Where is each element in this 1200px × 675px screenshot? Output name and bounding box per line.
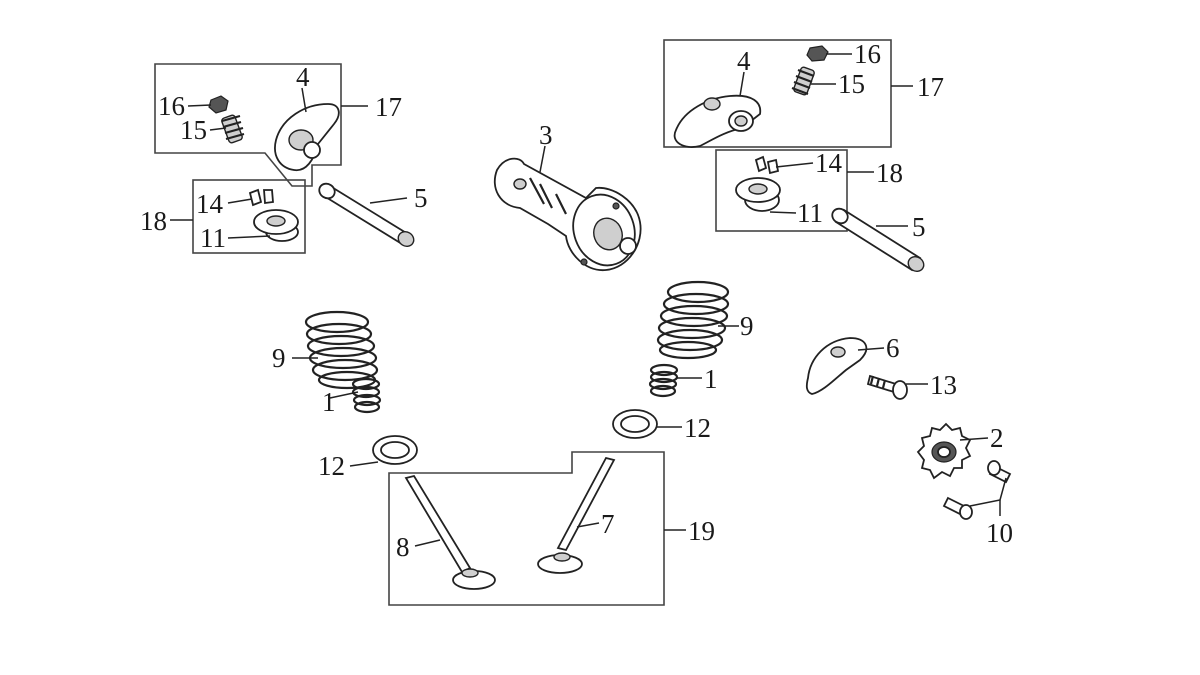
callout-labels: 4 16 15 17 14 11 18 5 3 4 16 15 17 14 11… [140,39,1013,562]
callout-7: 7 [601,509,615,539]
callout-13: 13 [930,370,957,400]
callout-17: 17 [375,92,402,122]
callout-14: 14 [815,148,843,178]
callout-8: 8 [396,532,410,562]
decomp-lever-icon [805,337,868,395]
callout-12: 12 [684,413,711,443]
rocker-shaft-icon [318,182,415,247]
callout-18: 18 [876,158,903,188]
callout-12: 12 [318,451,345,481]
lock-nut-icon [806,45,829,62]
group-box-17-right [663,39,892,148]
group-box-17-left [154,63,342,187]
rocker-shaft-icon [831,207,925,272]
valve-icon [537,456,616,574]
cap-group-right [715,149,848,232]
camshaft-icon [493,157,642,271]
valve-spring-icon [656,280,730,360]
leader-lines [170,53,1007,547]
callout-9: 9 [272,343,286,373]
valve-group [388,451,665,606]
inner-spring-icon [648,363,679,398]
callout-1: 1 [322,387,336,417]
callout-16: 16 [158,91,185,121]
rocker-assembly-right [663,39,892,148]
bolt-icon [942,496,973,520]
callout-15: 15 [180,115,207,145]
cam-sprocket-icon [916,422,972,480]
adjust-screw-icon [221,114,245,144]
callout-11: 11 [200,223,226,253]
valve-seal-icon [612,409,658,439]
callout-18: 18 [140,206,167,236]
valve-icon [404,474,496,590]
rocker-arm-icon [274,103,340,172]
cotter-icon [248,188,274,207]
callout-15: 15 [838,69,865,99]
bolt-icon [866,374,908,400]
valve-cap-icon [735,177,781,212]
callout-19: 19 [688,516,715,546]
callout-16: 16 [854,39,881,69]
cotter-icon [754,155,780,175]
callout-10: 10 [986,518,1013,548]
valve-cap-icon [253,209,299,242]
group-box-18-left [192,179,306,254]
group-box-18-right [715,149,848,232]
callout-11: 11 [797,198,823,228]
inner-spring-icon [351,377,382,414]
callout-1: 1 [704,364,718,394]
bolt-icon [987,460,1012,484]
callout-5: 5 [912,212,926,242]
callout-2: 2 [990,423,1004,453]
callout-17: 17 [917,72,944,102]
valve-seal-icon [372,435,418,465]
cap-group-left [192,179,306,254]
callout-9: 9 [740,311,754,341]
callout-3: 3 [539,120,553,150]
callout-4: 4 [737,46,751,76]
callout-4: 4 [296,62,310,92]
callout-5: 5 [414,183,428,213]
callout-14: 14 [196,189,224,219]
group-box-19 [388,451,665,606]
rocker-assembly-left [154,63,342,187]
callout-6: 6 [886,333,900,363]
lock-nut-icon [208,95,229,114]
valve-spring-icon [304,310,379,390]
adjust-screw-icon [791,66,815,96]
rocker-arm-icon [673,94,762,148]
